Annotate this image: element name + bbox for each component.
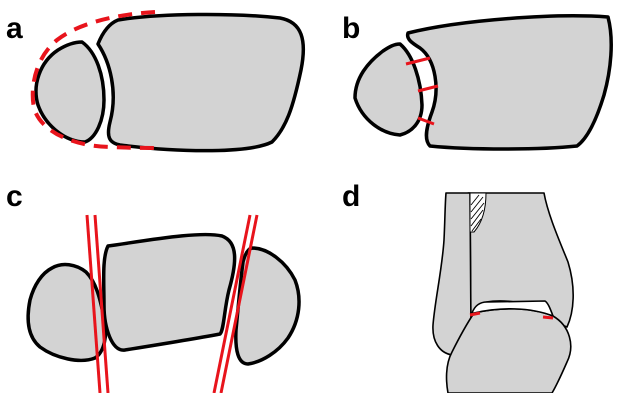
panel-b-label: b	[342, 12, 360, 45]
panel-b-large-bone	[408, 16, 612, 149]
panel-a-small-bone	[36, 42, 104, 142]
panel-a-label: a	[6, 12, 23, 45]
panel-c-middle-bone	[104, 235, 235, 351]
panel-a: a	[6, 12, 303, 151]
panel-d-label: d	[342, 180, 360, 213]
panel-d-marker-left	[470, 313, 480, 315]
panel-d: d	[342, 180, 573, 393]
panel-d-marker-right	[543, 317, 553, 318]
panel-c: c	[6, 180, 299, 393]
panel-b-small-bone	[355, 44, 422, 135]
panel-b: b	[342, 12, 611, 149]
panel-c-label: c	[6, 180, 23, 213]
panel-a-large-bone	[98, 14, 303, 150]
